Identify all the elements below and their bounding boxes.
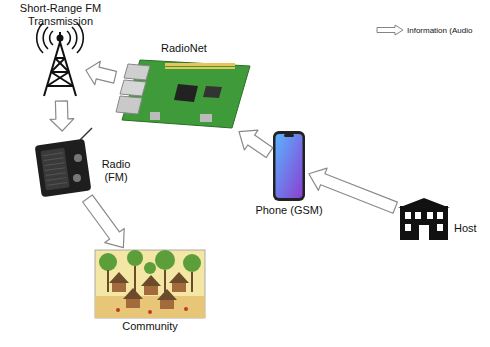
- building-icon: [398, 198, 450, 240]
- node-label: Radio (FM): [96, 158, 136, 184]
- tower-icon: [37, 23, 84, 96]
- flow-arrow: [239, 130, 273, 157]
- node-label: Host: [454, 222, 477, 235]
- icon-node: Radio (FM): [34, 134, 92, 196]
- icon-node: Community: [95, 250, 205, 318]
- radio-icon: [35, 128, 92, 197]
- icon-node: Host: [398, 198, 450, 240]
- legend-label: Information (Audio: [407, 26, 472, 35]
- icon-node: Phone (GSM): [272, 130, 306, 202]
- legend-swatch: [376, 24, 404, 36]
- community-image: [95, 250, 205, 318]
- phone-icon: [273, 131, 305, 201]
- node-label: Short-Range FM Transmission: [5, 2, 117, 28]
- node-label: RadioNet: [161, 42, 207, 55]
- node-label: Community: [122, 320, 178, 333]
- board-image: [116, 60, 250, 128]
- legend-entry: Information (Audio: [376, 24, 472, 36]
- flow-arrow: [50, 101, 74, 131]
- icon-node: RadioNet: [118, 58, 250, 130]
- flow-arrow: [86, 61, 117, 84]
- flow-arrow: [83, 195, 125, 248]
- node-label: Phone (GSM): [255, 204, 322, 217]
- icon-node: Short-Range FM Transmission: [38, 30, 83, 98]
